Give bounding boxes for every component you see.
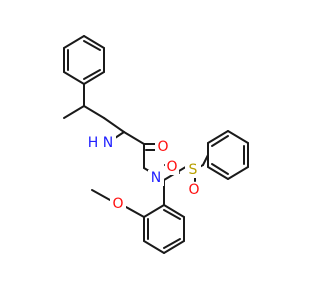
methoxy-group bbox=[91, 189, 145, 218]
carbonyl-o-label: O bbox=[157, 139, 168, 155]
amide-n-label: N bbox=[103, 135, 113, 151]
propyl-chain bbox=[63, 83, 125, 143]
sulfur-label: S bbox=[189, 162, 198, 178]
atom-labels: N H O N S O O O bbox=[86, 135, 202, 212]
sulfonamide-n-label: N bbox=[151, 170, 161, 186]
amide-h-label: H bbox=[88, 135, 99, 151]
molecule-structure: N H O N S O O O bbox=[63, 35, 249, 254]
sulfonyl-o-left-label: O bbox=[166, 159, 177, 175]
ether-o-label: O bbox=[112, 196, 123, 212]
phenyl-ring-sulfonyl bbox=[202, 130, 249, 180]
phenyl-ring-top bbox=[63, 35, 105, 85]
phenyl-ring-methoxy bbox=[143, 204, 185, 254]
sulfonyl-o-right-label: O bbox=[188, 182, 199, 198]
